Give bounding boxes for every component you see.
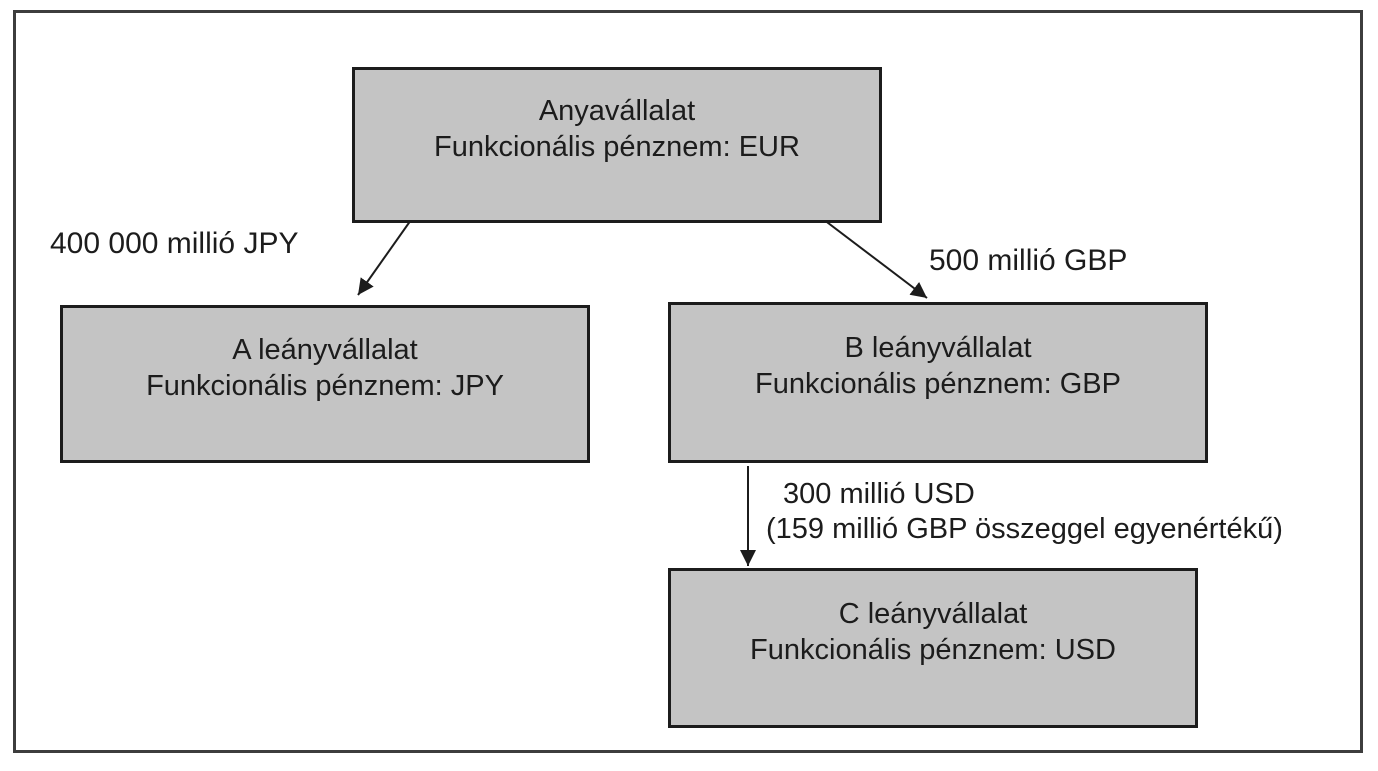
edge-label-b-to-c-line1: 300 millió USD [783,478,975,510]
subsidiary-b-functional-currency: Funkcionális pénznem: GBP [755,368,1121,400]
node-parent-company: Anyavállalat Funkcionális pénznem: EUR [352,67,882,223]
subsidiary-c-name: C leányvállalat [838,598,1028,630]
edge-label-parent-to-b: 500 millió GBP [929,244,1128,277]
subsidiary-b-name: B leányvállalat [844,332,1032,364]
edge-label-b-to-c-line2: (159 millió GBP összeggel egyenértékű) [766,513,1283,545]
node-subsidiary-c: C leányvállalat Funkcionális pénznem: US… [668,568,1198,728]
node-subsidiary-b: B leányvállalat Funkcionális pénznem: GB… [668,302,1208,463]
parent-functional-currency: Funkcionális pénznem: EUR [434,131,800,163]
parent-company-name: Anyavállalat [538,95,696,127]
subsidiary-c-functional-currency: Funkcionális pénznem: USD [750,634,1116,666]
edge-label-parent-to-a: 400 000 millió JPY [50,227,299,260]
subsidiary-a-functional-currency: Funkcionális pénznem: JPY [146,370,504,402]
edge-label-b-to-c: 300 millió USD (159 millió GBP összeggel… [766,477,1283,547]
subsidiary-a-name: A leányvállalat [232,334,418,366]
node-subsidiary-a: A leányvállalat Funkcionális pénznem: JP… [60,305,590,463]
